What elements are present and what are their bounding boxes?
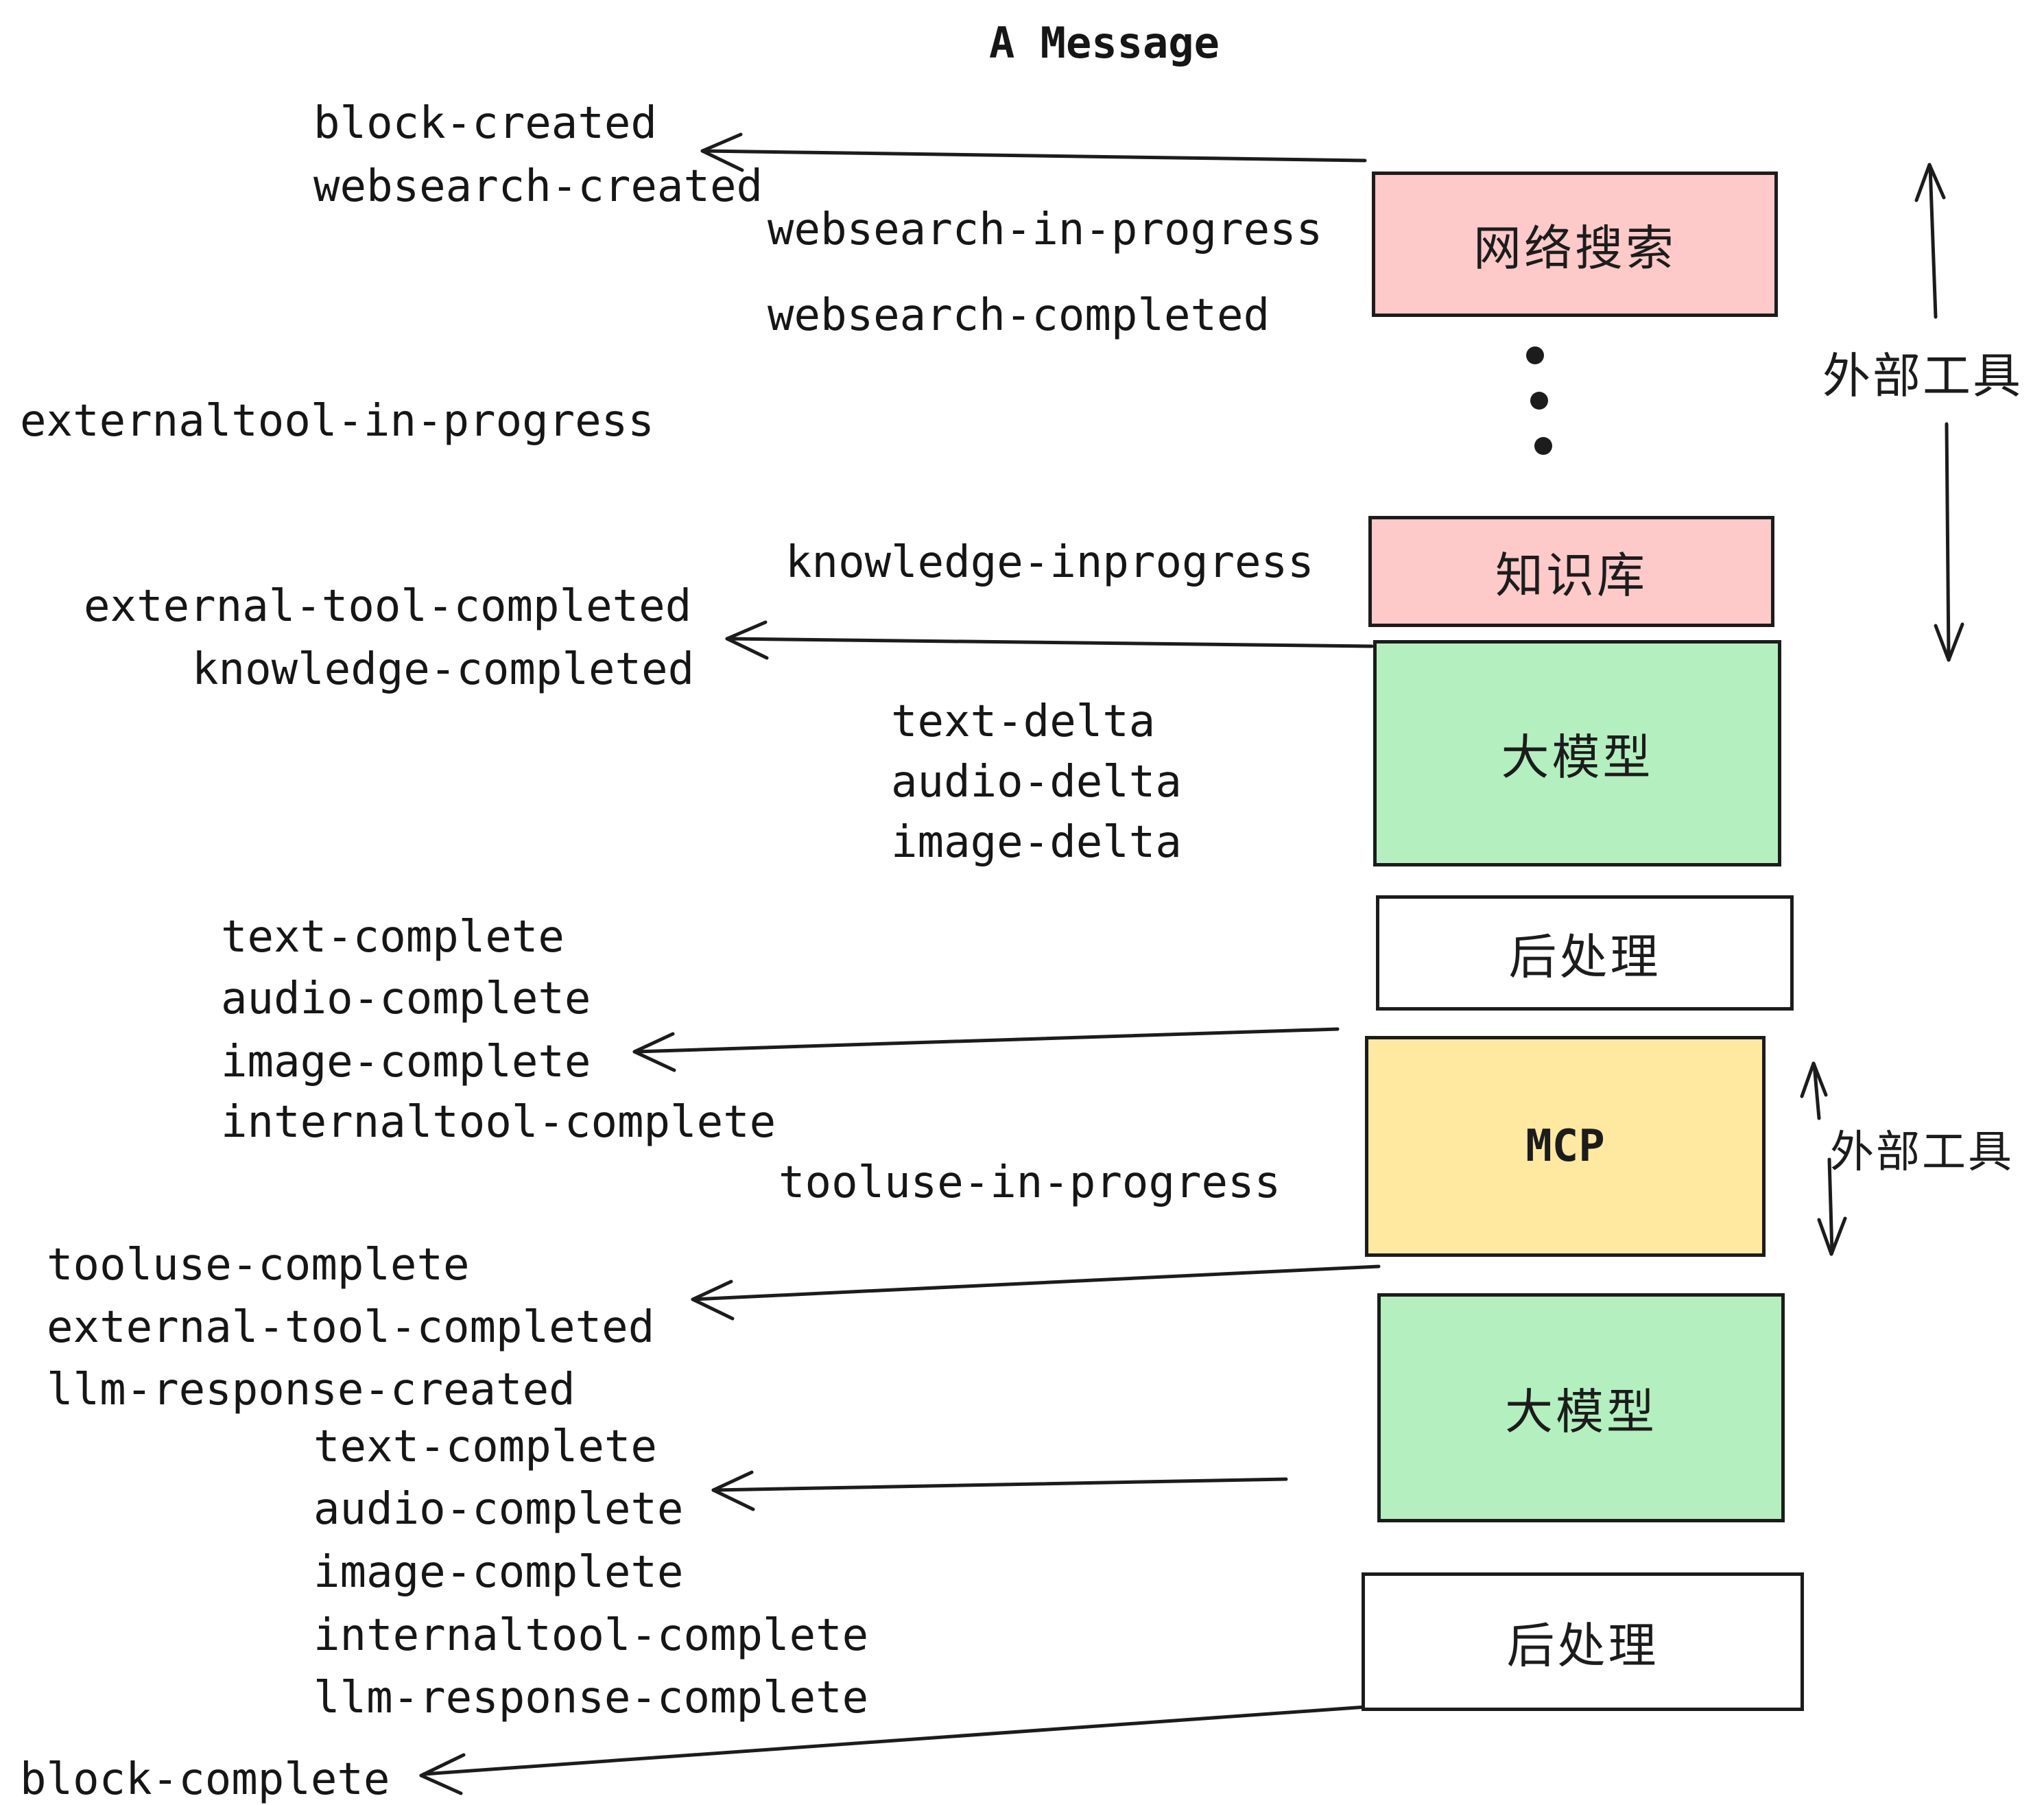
arrow-complete-group-1 (632, 1027, 1340, 1072)
vertical-ellipsis-icon (1526, 346, 1552, 455)
event-knowledge-completed: knowledge-completed (192, 644, 695, 695)
event-image-complete-1: image-complete (221, 1037, 591, 1087)
box-llm-1-label: 大模型 (1501, 730, 1654, 784)
event-websearch-in-progress: websearch-in-progress (768, 204, 1323, 255)
box-knowledge-label: 知识库 (1495, 548, 1648, 602)
event-text-delta-1: text-delta (891, 696, 1156, 747)
box-llm-2-label: 大模型 (1505, 1384, 1657, 1439)
event-audio-complete-2: audio-complete (313, 1484, 684, 1535)
event-external-tool-completed-1: external-tool-completed (84, 581, 692, 632)
event-websearch-completed: websearch-completed (768, 290, 1270, 341)
event-tooluse-complete: tooluse-complete (47, 1240, 470, 1290)
external-tools-span-arrow-top (1914, 163, 1964, 662)
event-llm-response-complete: llm-response-complete (313, 1673, 869, 1723)
box-knowledge: 知识库 (1368, 516, 1774, 627)
arrow-tooluse-complete (691, 1264, 1381, 1321)
box-postprocess-1-label: 后处理 (1508, 930, 1661, 984)
box-postprocess-1: 后处理 (1376, 895, 1794, 1011)
diagram-title: A Message (989, 18, 1220, 68)
arrow-complete-group-2 (711, 1470, 1288, 1511)
event-text-complete-2: text-complete (313, 1421, 657, 1472)
event-tooluse-in-progress: tooluse-in-progress (779, 1157, 1281, 1208)
box-postprocess-2-label: 后处理 (1506, 1618, 1659, 1673)
event-knowledge-inprogress: knowledge-inprogress (785, 537, 1314, 588)
box-mcp-label: MCP (1525, 1121, 1605, 1172)
box-websearch: 网络搜索 (1372, 172, 1778, 317)
box-mcp: MCP (1365, 1036, 1766, 1257)
external-tools-label-mcp: 外部工具 (1830, 1127, 2014, 1177)
external-tools-label-top: 外部工具 (1822, 349, 2023, 403)
event-block-complete: block-complete (20, 1754, 390, 1805)
event-block-created: block-created (313, 98, 657, 149)
box-llm-2: 大模型 (1377, 1293, 1785, 1522)
box-websearch-label: 网络搜索 (1473, 221, 1676, 275)
arrow-block-complete (419, 1705, 1368, 1795)
external-tools-span-arrow-mcp (1800, 1061, 1847, 1256)
event-text-complete-1: text-complete (221, 912, 565, 963)
box-postprocess-2: 后处理 (1362, 1572, 1804, 1711)
event-image-delta-1: image-delta (891, 817, 1182, 868)
event-websearch-created: websearch-created (313, 161, 763, 212)
arrow-knowledge-completed (725, 620, 1374, 660)
event-internaltool-complete-1: internaltool-complete (221, 1097, 776, 1148)
event-externaltool-in-progress: externaltool-in-progress (20, 396, 654, 447)
event-llm-response-created: llm-response-created (47, 1365, 575, 1415)
event-audio-delta-1: audio-delta (891, 757, 1182, 807)
event-image-complete-2: image-complete (313, 1547, 684, 1598)
event-audio-complete-1: audio-complete (221, 974, 591, 1024)
event-external-tool-completed-2: external-tool-completed (47, 1302, 655, 1353)
event-internaltool-complete-2: internaltool-complete (313, 1610, 869, 1661)
arrow-websearch-created (700, 132, 1367, 172)
box-llm-1: 大模型 (1373, 640, 1781, 866)
